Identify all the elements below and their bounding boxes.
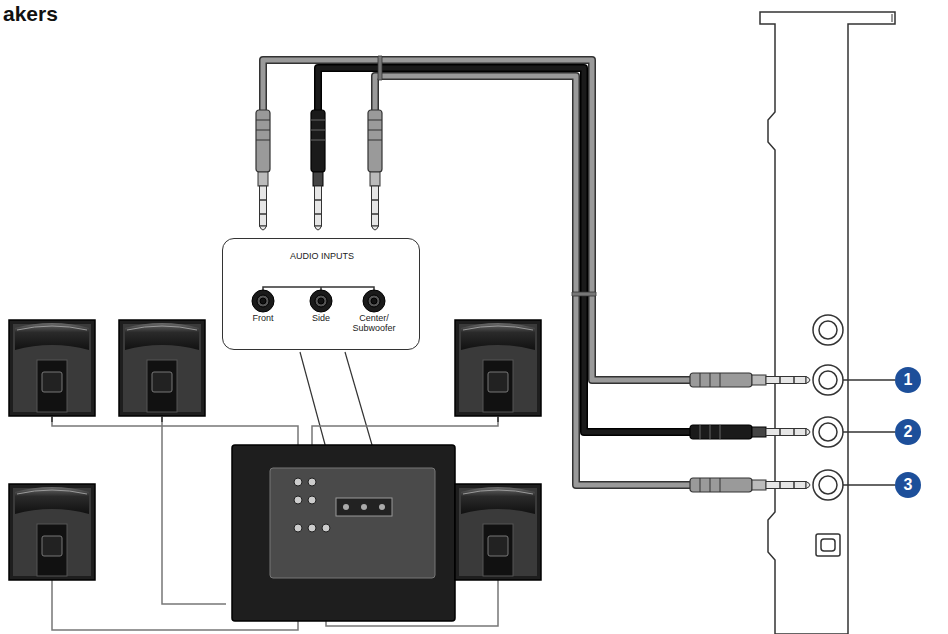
jack-label: Side [296, 313, 346, 323]
callout-label: 2 [904, 423, 913, 441]
callout-number: 2 [895, 419, 921, 445]
speaker-wires [52, 416, 498, 630]
subwoofer [232, 445, 455, 621]
callout-number: 3 [895, 472, 921, 498]
audio-input-panel: AUDIO INPUTS Front SideCenter/ Subwoofer [222, 238, 420, 350]
jack-label: Center/ Subwoofer [345, 313, 403, 333]
callout-number: 1 [895, 367, 921, 393]
callout-label: 3 [904, 476, 913, 494]
jack-label: Front [238, 313, 288, 323]
sound-card-bracket [760, 12, 895, 634]
panel-heading: AUDIO INPUTS [272, 251, 372, 261]
title: akers [3, 2, 58, 26]
callout-label: 1 [904, 371, 913, 389]
speakers [9, 320, 541, 580]
